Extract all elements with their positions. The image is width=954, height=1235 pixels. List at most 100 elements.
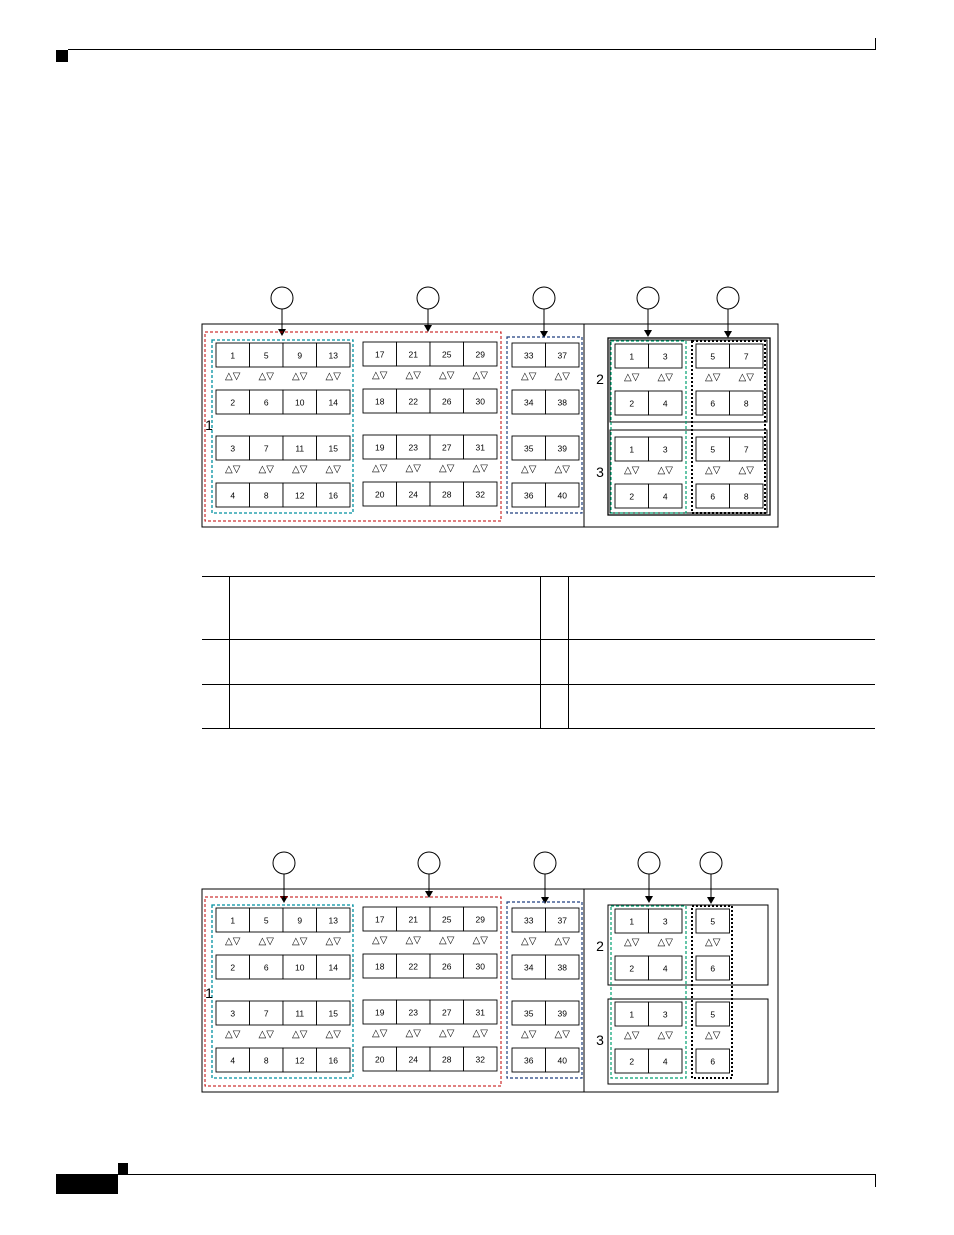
port-cell — [396, 388, 431, 414]
port-status-triangles: △▽ — [473, 463, 489, 474]
port-status-triangles: △▽ — [372, 370, 388, 381]
navy-dashed-group — [506, 336, 583, 514]
port-number: 36 — [524, 1056, 534, 1066]
port-status-triangles: △▽ — [292, 371, 308, 382]
port-cell — [463, 999, 498, 1025]
port-cell — [545, 389, 580, 415]
item-1-callout-circle — [270, 286, 294, 310]
port-cell — [215, 482, 250, 508]
item-1-arrowhead — [280, 896, 288, 903]
port-cell — [511, 482, 546, 508]
port-cell — [648, 390, 683, 416]
footer-rule — [56, 1174, 876, 1175]
port-number: 17 — [375, 915, 385, 925]
port-cell — [545, 482, 580, 508]
side-label-1: 1 — [205, 985, 213, 1001]
side-label-3: 3 — [596, 464, 604, 480]
port-number: 6 — [710, 1057, 715, 1067]
callout-number — [540, 639, 569, 685]
callout-number — [202, 639, 230, 685]
callout-description — [229, 576, 541, 640]
port-cell — [362, 953, 397, 979]
port-cell — [545, 907, 580, 933]
port-cell — [316, 1000, 351, 1026]
port-cell — [463, 906, 498, 932]
port-cell — [249, 1047, 284, 1073]
chassis-outline — [201, 323, 779, 528]
green-dashed-group — [610, 340, 687, 514]
callout-number — [540, 684, 569, 729]
port-number: 6 — [264, 398, 269, 408]
port-number: 4 — [663, 964, 668, 974]
callout-description — [229, 639, 541, 685]
port-number: 8 — [744, 492, 749, 502]
port-cell — [249, 907, 284, 933]
port-cell — [511, 435, 546, 461]
callout-number — [202, 576, 230, 640]
port-cell — [695, 1001, 730, 1027]
port-status-triangles: △▽ — [259, 1029, 275, 1040]
module-enclosure — [607, 337, 771, 516]
callout-number — [202, 684, 230, 729]
item-5-arrowhead — [707, 897, 715, 904]
port-number: 34 — [524, 398, 534, 408]
port-cell — [695, 955, 730, 981]
port-status-triangles: △▽ — [292, 1029, 308, 1040]
port-cell — [362, 481, 397, 507]
port-cell — [396, 481, 431, 507]
chassis-outline — [201, 888, 779, 1093]
port-cell — [729, 390, 764, 416]
port-number: 2 — [629, 399, 634, 409]
port-number: 35 — [524, 1009, 534, 1019]
port-cell — [614, 1001, 649, 1027]
item-5-callout-circle — [716, 286, 740, 310]
port-number: 3 — [663, 352, 668, 362]
footer-marker — [118, 1163, 128, 1174]
port-number: 15 — [329, 444, 339, 454]
port-number: 2 — [230, 398, 235, 408]
port-cell — [282, 907, 317, 933]
port-number: 25 — [442, 350, 452, 360]
port-cell — [362, 388, 397, 414]
port-cell — [545, 342, 580, 368]
port-status-triangles: △▽ — [326, 464, 342, 475]
item-4-callout-circle — [636, 286, 660, 310]
port-number: 27 — [442, 443, 452, 453]
item-2-callout-circle — [416, 286, 440, 310]
port-number: 6 — [710, 492, 715, 502]
port-number: 11 — [295, 1009, 304, 1019]
port-cell — [614, 436, 649, 462]
port-cell — [316, 1047, 351, 1073]
port-number: 39 — [558, 1009, 568, 1019]
port-cell — [429, 434, 464, 460]
navy-dashed-group — [506, 901, 583, 1079]
port-number: 2 — [629, 492, 634, 502]
port-cell — [729, 436, 764, 462]
port-status-triangles: △▽ — [555, 1029, 571, 1040]
port-number: 9 — [297, 351, 302, 361]
port-status-triangles: △▽ — [406, 370, 422, 381]
item-2-callout-circle — [417, 851, 441, 875]
port-status-triangles: △▽ — [225, 464, 241, 475]
port-number: 11 — [295, 444, 304, 454]
port-cell — [362, 341, 397, 367]
port-number: 1 — [230, 916, 235, 926]
callout-table — [202, 576, 875, 729]
port-cell — [429, 953, 464, 979]
callout-description — [568, 576, 875, 640]
port-number: 13 — [329, 916, 339, 926]
port-number: 1 — [230, 351, 235, 361]
teal-dashed-group — [211, 904, 354, 1079]
port-cell — [695, 390, 730, 416]
port-number: 26 — [442, 962, 452, 972]
port-cell — [614, 908, 649, 934]
port-cell — [249, 482, 284, 508]
port-number: 8 — [264, 491, 269, 501]
port-number: 28 — [442, 1055, 452, 1065]
port-cell — [316, 482, 351, 508]
port-cell — [648, 1001, 683, 1027]
table-row — [202, 576, 875, 640]
port-cell — [695, 343, 730, 369]
port-status-triangles: △▽ — [326, 371, 342, 382]
